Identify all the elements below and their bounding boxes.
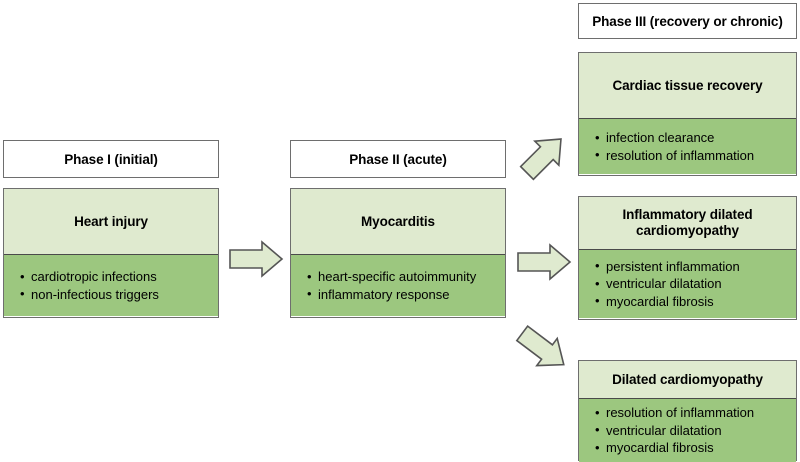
- node-body-cardiac-tissue-recovery: infection clearance resolution of inflam…: [579, 119, 796, 174]
- arrow-phase2-to-inflammatory-dcm: [516, 243, 572, 281]
- arrow-phase1-to-phase2: [228, 240, 284, 278]
- list-item: ventricular dilatation: [595, 421, 796, 440]
- node-title-heart-injury: Heart injury: [4, 189, 218, 255]
- list-item: myocardial fibrosis: [595, 292, 796, 311]
- list-item: heart-specific autoimmunity: [307, 268, 505, 286]
- node-body-heart-injury: cardiotropic infections non-infectious t…: [4, 255, 218, 316]
- phase-header-1: Phase I (initial): [3, 140, 219, 178]
- node-inflammatory-dilated-cardiomyopathy: Inflammatory dilated cardiomyopathy pers…: [578, 196, 797, 320]
- node-title-cardiac-tissue-recovery: Cardiac tissue recovery: [579, 53, 796, 119]
- node-body-inflammatory-dilated-cardiomyopathy: persistent inflammation ventricular dila…: [579, 250, 796, 318]
- list-item: resolution of inflammation: [595, 404, 796, 422]
- list-item: persistent inflammation: [595, 257, 796, 276]
- phase-header-3: Phase III (recovery or chronic): [578, 3, 797, 39]
- list-item: resolution of inflammation: [595, 146, 796, 165]
- list-item: infection clearance: [595, 129, 796, 147]
- arrow-phase2-to-dilated-cardiomyopathy: [512, 318, 574, 380]
- list-item: ventricular dilatation: [595, 275, 796, 293]
- node-myocarditis: Myocarditis heart-specific autoimmunity …: [290, 188, 506, 318]
- arrow-phase2-to-recovery: [516, 128, 572, 184]
- list-item: non-infectious triggers: [20, 285, 218, 304]
- list-item: myocardial fibrosis: [595, 439, 796, 457]
- node-title-dilated-cardiomyopathy: Dilated cardiomyopathy: [579, 361, 796, 399]
- node-title-line-1: Inflammatory dilated: [622, 207, 753, 222]
- phase-header-2: Phase II (acute): [290, 140, 506, 178]
- list-item: inflammatory response: [307, 285, 505, 304]
- node-heart-injury: Heart injury cardiotropic infections non…: [3, 188, 219, 318]
- node-body-dilated-cardiomyopathy: resolution of inflammation ventricular d…: [579, 399, 796, 462]
- node-body-myocarditis: heart-specific autoimmunity inflammatory…: [291, 255, 505, 316]
- list-item: cardiotropic infections: [20, 268, 218, 286]
- node-title-inflammatory-dilated-cardiomyopathy: Inflammatory dilated cardiomyopathy: [579, 197, 796, 250]
- node-title-line-2: cardiomyopathy: [636, 223, 739, 238]
- node-cardiac-tissue-recovery: Cardiac tissue recovery infection cleara…: [578, 52, 797, 176]
- node-dilated-cardiomyopathy: Dilated cardiomyopathy resolution of inf…: [578, 360, 797, 462]
- node-title-myocarditis: Myocarditis: [291, 189, 505, 255]
